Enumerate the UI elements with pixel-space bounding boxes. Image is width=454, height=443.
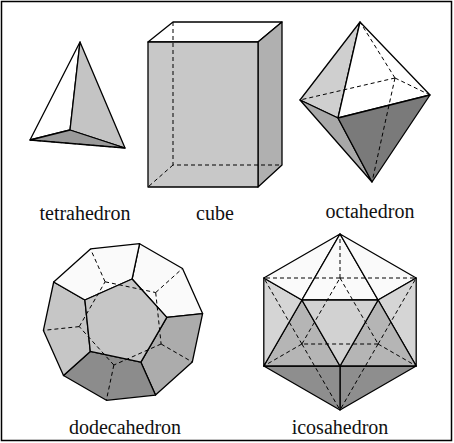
hidden-edge xyxy=(156,268,183,292)
hidden-edge xyxy=(340,234,341,278)
solid-name: icosahedron xyxy=(292,416,389,438)
solid-name: cube xyxy=(196,202,234,224)
hidden-edge xyxy=(264,278,302,344)
hidden-edge xyxy=(264,278,340,279)
dodecahedron-figure xyxy=(43,244,202,401)
hidden-edge xyxy=(114,344,161,365)
hidden-edge xyxy=(43,327,79,331)
hidden-edge xyxy=(302,344,340,410)
solid-name: dodecahedron xyxy=(69,416,181,438)
hidden-edge xyxy=(302,278,340,344)
tetrahedron-figure xyxy=(30,42,125,148)
hidden-edge xyxy=(161,344,192,362)
hidden-edge xyxy=(340,278,378,344)
hidden-edge xyxy=(79,327,114,365)
solid-name: tetrahedron xyxy=(39,202,130,224)
face xyxy=(340,366,416,410)
hidden-edge xyxy=(90,249,105,282)
hidden-edge xyxy=(105,282,156,293)
hidden-edge xyxy=(340,344,378,410)
hidden-edge xyxy=(106,365,113,400)
face xyxy=(264,366,340,410)
cube-figure xyxy=(148,22,282,187)
hidden-edge xyxy=(302,344,378,345)
hidden-edge xyxy=(264,344,302,366)
hidden-edge xyxy=(340,278,416,279)
hidden-edge xyxy=(378,278,416,344)
solid-name: octahedron xyxy=(326,200,415,222)
octahedron-figure xyxy=(300,22,430,182)
face xyxy=(302,300,378,366)
hidden-edge xyxy=(156,293,161,344)
face xyxy=(85,279,167,362)
hidden-edge xyxy=(378,344,416,366)
hidden-edge xyxy=(79,282,105,327)
icosahedron-figure xyxy=(264,234,416,410)
